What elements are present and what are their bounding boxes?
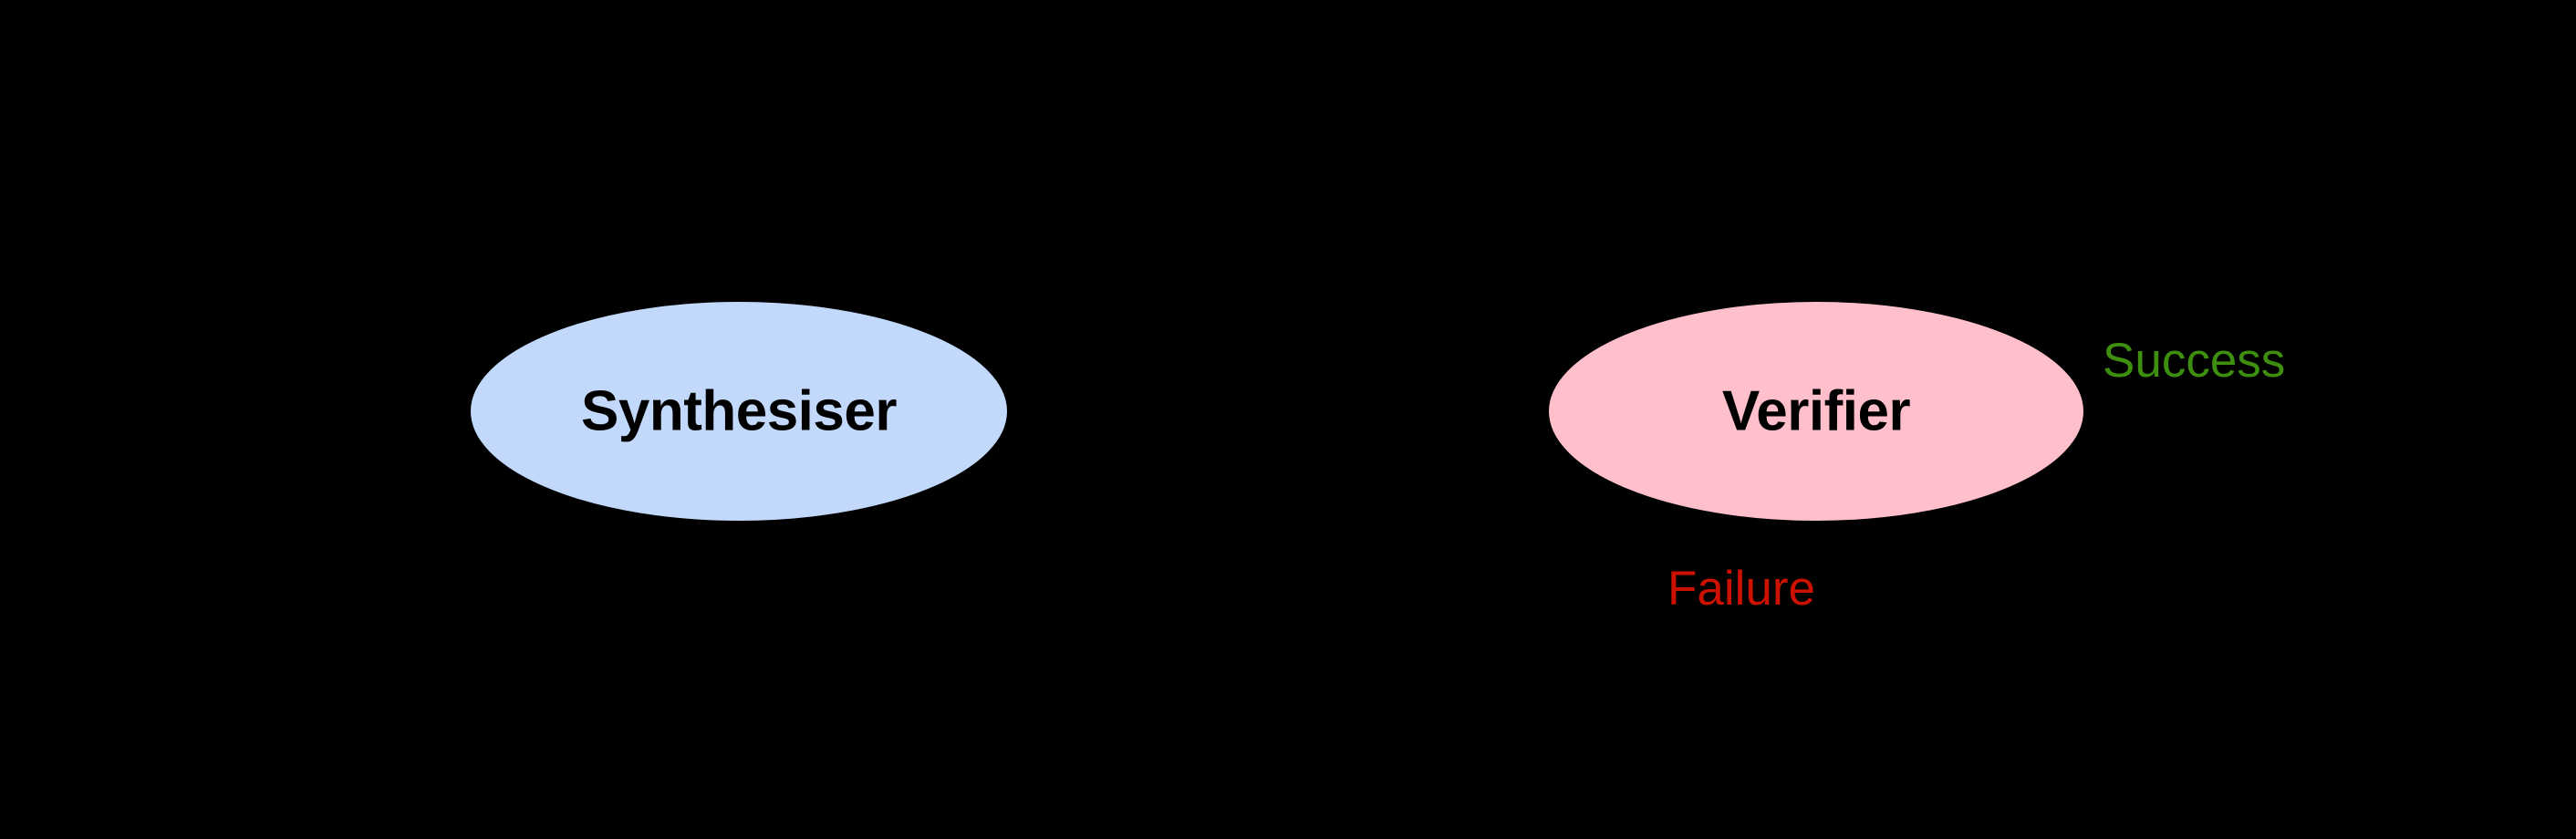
edge-label-success: Success [2103, 334, 2285, 388]
node-verifier[interactable]: Verifier [1547, 300, 2085, 523]
edge-path-failure [719, 495, 1662, 609]
arrowhead-failure [706, 519, 740, 545]
synthesiser-ellipse[interactable] [469, 300, 1009, 523]
verifier-label: Verifier [1722, 379, 1911, 442]
arrowhead-forward [1520, 397, 1550, 426]
edge-label-failure: Failure [1667, 562, 1815, 616]
edge-verifier-success [2070, 307, 2234, 357]
synthesiser-label: Synthesiser [581, 379, 897, 442]
verifier-ellipse[interactable] [1547, 300, 2085, 523]
edge-synthesiser-to-verifier [1010, 397, 1550, 426]
edge-verifier-failure [706, 495, 1662, 609]
arrowhead-success [2202, 307, 2234, 334]
node-synthesiser[interactable]: Synthesiser [469, 300, 1009, 523]
edge-path-success [2070, 317, 2218, 357]
